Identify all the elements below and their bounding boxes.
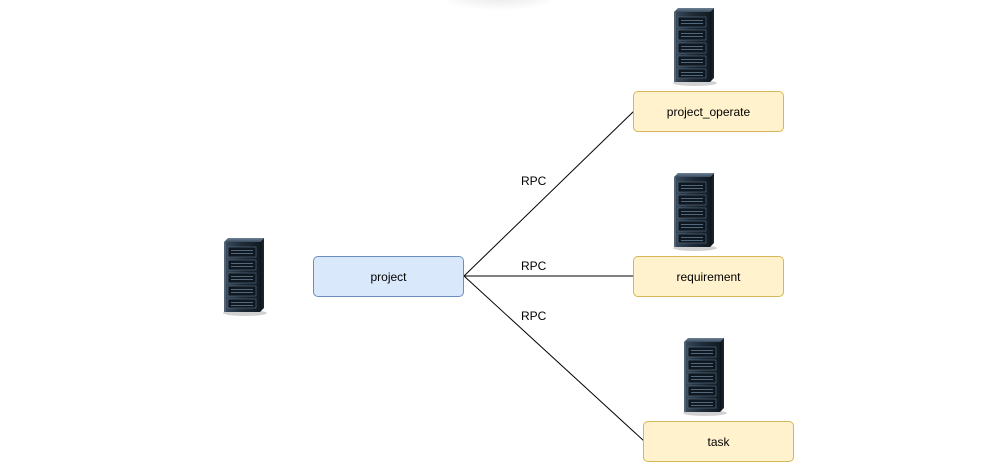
node-project-operate[interactable]: project_operate (633, 91, 784, 132)
server-rack-icon (218, 236, 268, 316)
server-rack-icon (668, 6, 718, 86)
server-rack-icon (668, 171, 718, 251)
node-task-label: task (707, 434, 730, 449)
edge-label-rpc-requirement: RPC (521, 259, 547, 273)
edge-label-rpc-project-operate: RPC (521, 174, 547, 188)
node-requirement-label: requirement (676, 269, 741, 284)
node-requirement[interactable]: requirement (633, 256, 784, 297)
server-rack-icon (678, 336, 728, 416)
node-project-operate-label: project_operate (666, 104, 751, 119)
node-task[interactable]: task (643, 421, 794, 462)
node-project-label: project (370, 269, 407, 284)
edge-project-to-project-operate (463, 110, 635, 277)
edge-project-to-task (463, 275, 645, 442)
node-project[interactable]: project (313, 256, 464, 297)
edge-label-rpc-task: RPC (521, 309, 547, 323)
decorative-shadow (440, 0, 560, 10)
